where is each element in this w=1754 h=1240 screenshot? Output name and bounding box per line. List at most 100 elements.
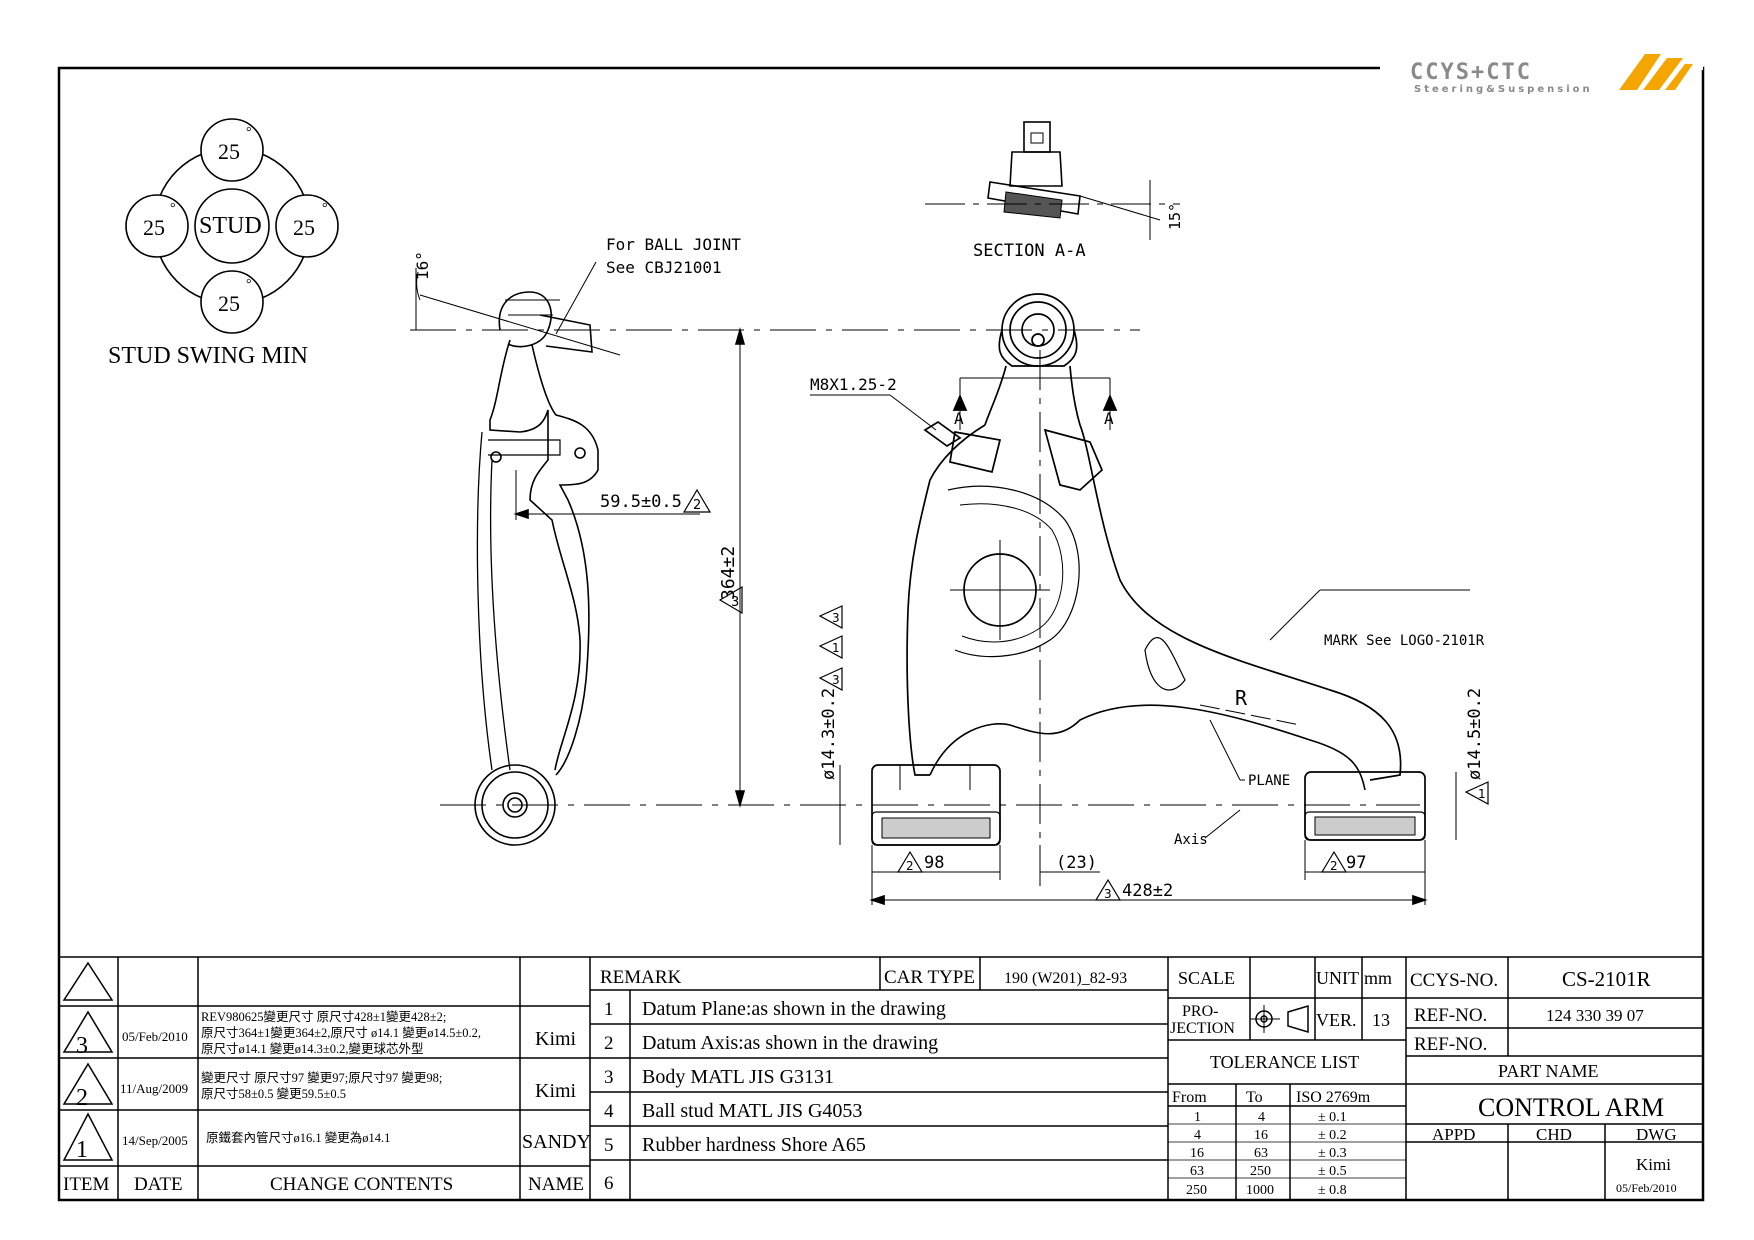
tol-header-from: From: [1172, 1089, 1207, 1106]
header-change: CHANGE CONTENTS: [270, 1174, 453, 1195]
rev-2-name: Kimi: [535, 1080, 577, 1102]
unit-value: mm: [1364, 968, 1392, 988]
remark-5-num: 5: [604, 1135, 614, 1156]
dwg-label: DWG: [1636, 1125, 1677, 1144]
tol-r5-from: 250: [1186, 1183, 1207, 1198]
tol-r4-tol: ± 0.5: [1318, 1164, 1347, 1179]
rev-2-item: 2: [76, 1085, 88, 1111]
tol-r3-to: 63: [1254, 1146, 1268, 1161]
tolerance-title: TOLERANCE LIST: [1210, 1052, 1359, 1072]
rev-3-change-1: REV980625變更尺寸 原尺寸428±1變更428±2;: [201, 1009, 446, 1024]
rev-3-change-3: 原尺寸ø14.1 變更ø14.3±0.2,變更球芯外型: [201, 1041, 424, 1056]
ball-joint-note-1: For BALL JOINT: [606, 235, 741, 254]
projection-label-2: JECTION: [1170, 1020, 1235, 1037]
stud-deg-top: °: [246, 125, 252, 140]
flag-143-b-num: 1: [832, 641, 840, 655]
tol-r2-from: 4: [1194, 1128, 1201, 1143]
rev-2-date: 11/Aug/2009: [120, 1081, 188, 1096]
flag-97-num: 2: [1330, 859, 1338, 873]
stud-angle-left: 25: [143, 215, 165, 240]
tol-r4-from: 63: [1190, 1164, 1204, 1179]
angle-15-label: 15°: [1166, 203, 1184, 230]
section-a-a-label: SECTION A-A: [973, 241, 1086, 261]
stud-deg-bottom: °: [246, 277, 252, 292]
flag-98-num: 2: [906, 859, 914, 873]
stud-angle-bottom: 25: [218, 291, 240, 316]
remark-5-text: Rubber hardness Shore A65: [642, 1134, 866, 1156]
tol-header-iso: ISO 2769m: [1296, 1089, 1371, 1106]
remark-1-num: 1: [604, 999, 614, 1020]
tol-r1-to: 4: [1258, 1110, 1265, 1125]
stud-center-label: STUD: [199, 213, 262, 239]
axis-label: Axis: [1174, 832, 1208, 848]
tol-r3-tol: ± 0.3: [1318, 1146, 1347, 1161]
tol-r1-from: 1: [1194, 1110, 1201, 1125]
sheet-border: [57, 66, 1705, 1202]
rev-flag-59: [682, 488, 712, 513]
header-date: DATE: [134, 1174, 183, 1195]
ver-value: 13: [1372, 1010, 1390, 1030]
flag-tri-143-b: [818, 635, 843, 660]
rev-3-date: 05/Feb/2010: [122, 1029, 188, 1044]
rev-1-name: SANDY: [522, 1131, 591, 1153]
rev-2-change-1: 變更尺寸 原尺寸97 變更97;原尺寸97 變更98;: [201, 1070, 442, 1085]
title-block: [59, 956, 1703, 1200]
flag-145-num: 1: [1478, 787, 1486, 801]
top-view: [810, 293, 1470, 906]
r-mark-label: R: [1235, 686, 1248, 710]
angle-16-label: 16°: [413, 251, 432, 280]
chd-label: CHD: [1536, 1125, 1572, 1144]
rev-3-name: Kimi: [535, 1028, 577, 1050]
logo-brand: CCYS+CTC: [1410, 60, 1532, 85]
dim-364: 364±2: [718, 546, 739, 600]
flag-143-c-num: 3: [832, 611, 840, 625]
remark-2-num: 2: [604, 1033, 614, 1054]
stud-deg-left: °: [170, 201, 176, 216]
company-logo: CCYS+CTC Steering&Suspension: [1410, 44, 1710, 104]
remark-2-text: Datum Axis:as shown in the drawing: [642, 1032, 938, 1054]
ccys-no-value: CS-2101R: [1562, 967, 1651, 991]
header-item: ITEM: [63, 1174, 110, 1195]
scale-label: SCALE: [1178, 968, 1235, 988]
section-a-a-view: [925, 121, 1180, 240]
rev-1-date: 14/Sep/2005: [122, 1133, 188, 1148]
dim-d14-5: ø14.5±0.2: [1465, 688, 1485, 780]
flag-364-num: 3: [731, 595, 739, 610]
dim-d14-3: ø14.3±0.2: [819, 688, 839, 780]
tol-r1-tol: ± 0.1: [1318, 1110, 1347, 1125]
appd-label: APPD: [1432, 1125, 1475, 1144]
flag-tri-145: [1464, 781, 1489, 806]
part-name-value: CONTROL ARM: [1478, 1093, 1664, 1122]
tol-header-to: To: [1246, 1089, 1263, 1106]
logo-tagline: Steering&Suspension: [1414, 84, 1593, 95]
ball-joint-note-2: See CBJ21001: [606, 258, 722, 277]
remark-1-text: Datum Plane:as shown in the drawing: [642, 998, 946, 1020]
ccys-no-label: CCYS-NO.: [1410, 970, 1498, 991]
plane-label: PLANE: [1248, 773, 1290, 789]
flag-tri-428: [1094, 878, 1122, 901]
part-name-label: PART NAME: [1498, 1061, 1598, 1081]
flag-428-num: 3: [1104, 887, 1112, 901]
dwg-date: 05/Feb/2010: [1616, 1181, 1677, 1195]
dim-97: 97: [1346, 853, 1366, 873]
remark-3-text: Body MATL JIS G3131: [642, 1066, 834, 1088]
dwg-name: Kimi: [1636, 1155, 1671, 1174]
rev-1-change-1: 原鐵套內管尺寸ø16.1 變更為ø14.1: [206, 1130, 390, 1145]
flag-59-num: 2: [693, 498, 701, 513]
m8-label: M8X1.25-2: [810, 375, 897, 394]
logo-swoosh-icon: [1619, 54, 1693, 90]
rev-1-item: 1: [76, 1137, 88, 1163]
stud-swing-diagram: [125, 118, 339, 334]
dim-428: 428±2: [1122, 881, 1173, 901]
tol-r5-to: 1000: [1246, 1183, 1274, 1198]
dim-98: 98: [924, 853, 944, 873]
section-mark-left: A: [954, 409, 964, 428]
remark-6-num: 6: [604, 1173, 614, 1194]
dim-59-5: 59.5±0.5: [600, 492, 682, 512]
tol-r2-tol: ± 0.2: [1318, 1128, 1347, 1143]
unit-label: UNIT: [1316, 968, 1359, 988]
tol-r2-to: 16: [1254, 1128, 1268, 1143]
flag-tri-143-c: [818, 605, 843, 630]
rev-2-change-2: 原尺寸58±0.5 變更59.5±0.5: [201, 1086, 346, 1101]
